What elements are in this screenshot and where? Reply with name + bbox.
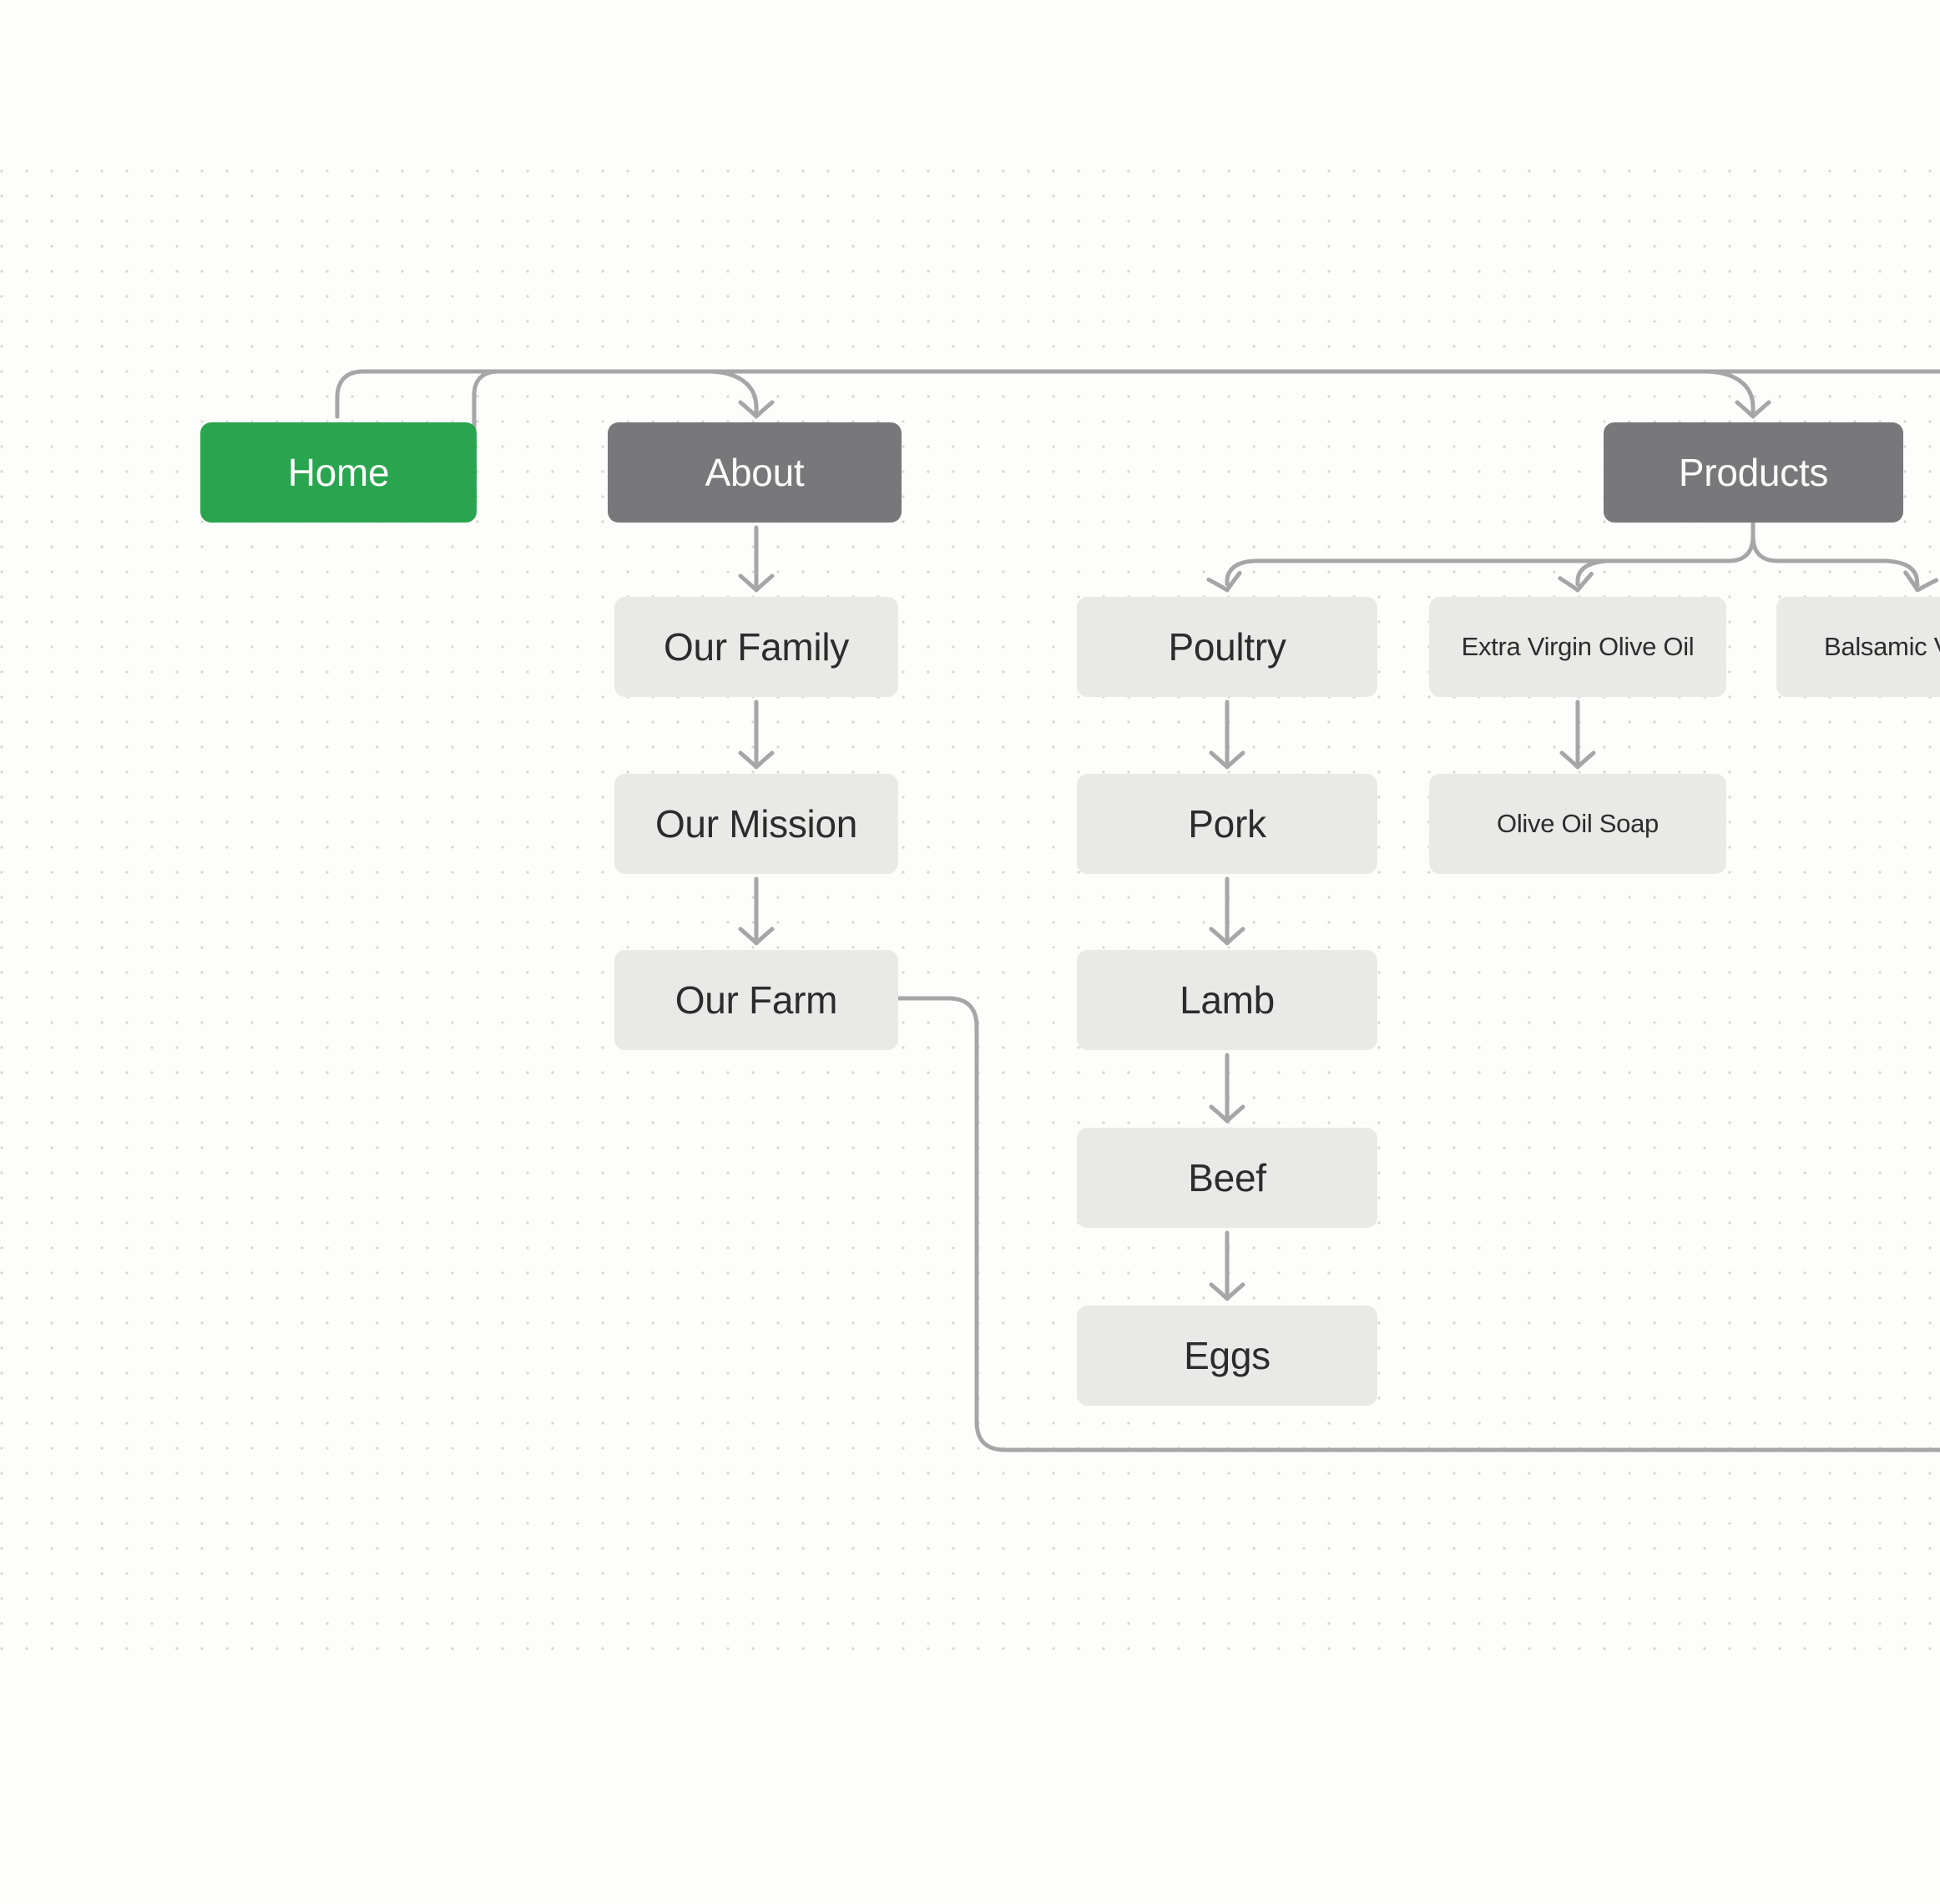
node-about[interactable]: About [608, 422, 902, 523]
node-balsamic[interactable]: Balsamic V [1776, 597, 1940, 697]
node-lamb[interactable]: Lamb [1077, 950, 1377, 1050]
edge-products-split-right [1751, 533, 1920, 588]
arrowhead-evoo [1558, 572, 1594, 593]
arrowhead-products [1735, 400, 1771, 419]
node-our-farm[interactable]: Our Farm [614, 950, 898, 1050]
arrowhead-pork [1209, 750, 1245, 770]
arrowhead-about [738, 400, 775, 419]
node-extra-virgin-olive-oil[interactable]: Extra Virgin Olive Oil [1429, 597, 1726, 697]
edge-products-split-left [1225, 520, 1756, 587]
arrowhead-soap [1559, 750, 1596, 770]
edge-home-trunk [335, 369, 1940, 419]
arrowhead-mission [738, 750, 775, 770]
node-our-family[interactable]: Our Family [614, 597, 898, 697]
edge-home-right-link [472, 369, 502, 470]
arrowhead-farm [738, 927, 775, 946]
edge-farm-offscreen [896, 996, 1940, 1452]
arrowhead-poultry [1206, 570, 1242, 593]
arrowhead-beef [1209, 1104, 1245, 1124]
node-products[interactable]: Products [1604, 422, 1903, 523]
node-pork[interactable]: Pork [1077, 774, 1377, 874]
edge-trunk-to-evoo [1575, 558, 1609, 587]
edge-trunk-to-about [708, 369, 759, 414]
node-home[interactable]: Home [200, 422, 477, 523]
arrowhead-family [738, 573, 775, 593]
dot-grid-background [0, 160, 1940, 1668]
node-beef[interactable]: Beef [1077, 1128, 1377, 1228]
node-eggs[interactable]: Eggs [1077, 1306, 1377, 1406]
arrowhead-lamb [1209, 927, 1245, 946]
node-our-mission[interactable]: Our Mission [614, 774, 898, 874]
edge-trunk-to-products [1705, 369, 1756, 414]
node-poultry[interactable]: Poultry [1077, 597, 1377, 697]
node-olive-oil-soap[interactable]: Olive Oil Soap [1429, 774, 1726, 874]
arrowhead-eggs [1209, 1282, 1245, 1301]
arrowhead-balsamic [1903, 570, 1939, 593]
